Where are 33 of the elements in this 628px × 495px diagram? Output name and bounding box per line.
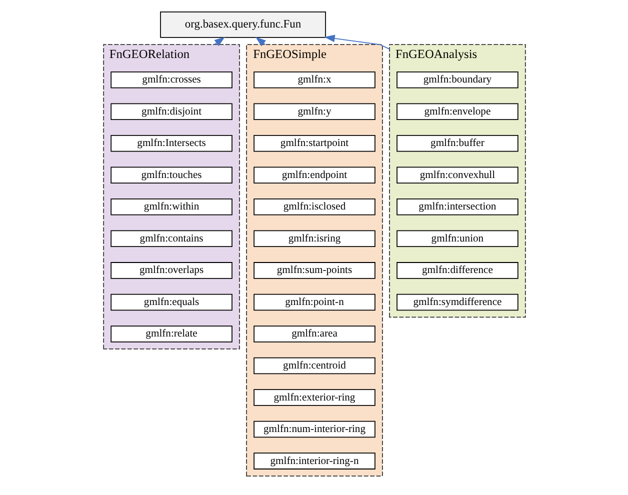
node-box: gmlfn:exterior-ring xyxy=(253,389,375,406)
node-box: gmlfn:isring xyxy=(253,230,375,248)
node-box: gmlfn:point-n xyxy=(253,294,375,311)
node-box: org.basex.query.func.Fun xyxy=(160,11,326,38)
arrow xyxy=(324,34,390,50)
node-box: gmlfn:boundary xyxy=(396,71,518,88)
node-box: gmlfn:centroid xyxy=(253,357,375,374)
node-box: gmlfn:isclosed xyxy=(253,198,375,216)
node-box: gmlfn:sum-points xyxy=(253,262,375,279)
node-box: gmlfn:startpoint xyxy=(253,134,375,152)
node-box: gmlfn:crosses xyxy=(110,71,232,88)
node-box: gmlfn:touches xyxy=(110,166,232,184)
node-box: gmlfn:interior-ring-n xyxy=(253,452,375,470)
node-box: gmlfn:buffer xyxy=(396,134,518,152)
node-box: gmlfn:intersection xyxy=(396,198,518,216)
node-box: gmlfn:envelope xyxy=(396,103,518,120)
node-box: gmlfn:x xyxy=(253,71,375,88)
node-box: gmlfn:convexhull xyxy=(396,166,518,184)
node-box: gmlfn:relate xyxy=(110,326,232,342)
node-box: gmlfn:within xyxy=(110,198,232,216)
node-box: gmlfn:num-interior-ring xyxy=(253,420,375,438)
node-box: gmlfn:disjoint xyxy=(110,103,232,120)
node-box: gmlfn:contains xyxy=(110,230,232,248)
arrow xyxy=(214,36,225,46)
node-box: gmlfn:equals xyxy=(110,294,232,311)
node-box: gmlfn:area xyxy=(253,326,375,342)
node-box: gmlfn:Intersects xyxy=(110,134,232,152)
node-box: gmlfn:union xyxy=(396,230,518,248)
node-box: gmlfn:endpoint xyxy=(253,166,375,184)
node-box: gmlfn:y xyxy=(253,103,375,120)
node-box: gmlfn:symdifference xyxy=(396,294,518,311)
node-box: gmlfn:overlaps xyxy=(110,262,232,279)
node-box: gmlfn:difference xyxy=(396,262,518,279)
